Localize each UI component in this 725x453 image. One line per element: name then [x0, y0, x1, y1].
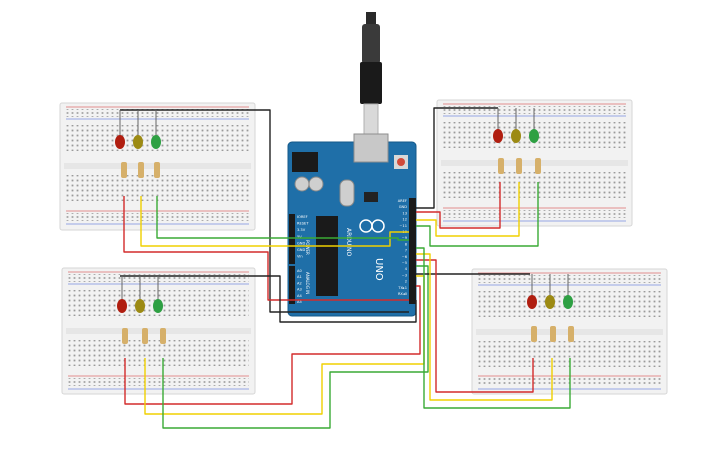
capacitor: [308, 176, 324, 192]
wire-yellow: [416, 253, 553, 401]
resistor: [142, 328, 148, 344]
digital-pin-label: ~3: [402, 273, 407, 277]
usb-cable: [360, 12, 382, 135]
digital-pin-label: 12: [402, 218, 407, 222]
power-title: POWER: [305, 240, 310, 255]
digital-pin-label: 2: [405, 280, 407, 284]
led-group-top-left: [115, 110, 161, 178]
led-green: [529, 129, 539, 143]
capacitor: [294, 176, 310, 192]
resistor: [160, 328, 166, 344]
digital-pin-label: 13: [402, 211, 407, 215]
resistor: [516, 158, 522, 174]
power-pin-label: Vin: [297, 255, 303, 259]
arduino-brand: ARDUINO: [345, 228, 352, 257]
chip: [364, 192, 378, 202]
digital-pin-label: GND: [399, 205, 407, 209]
led-yellow: [545, 295, 555, 309]
led-red: [493, 129, 503, 143]
led-yellow: [133, 135, 143, 149]
led-group-top-right: [493, 108, 541, 174]
analog-title: ANALOG IN: [305, 272, 310, 294]
led-red: [527, 295, 537, 309]
power-pin-label: GND: [297, 248, 305, 252]
microcontroller-chip: [316, 216, 338, 296]
digital-header: [409, 198, 416, 304]
digital-pin-label: TX▸1: [397, 286, 407, 290]
arduino-uno-board: ARDUINO UNO AREFGND1312~11~10~987~6~54~3…: [287, 133, 417, 317]
resistor: [498, 158, 504, 174]
wire-green: [416, 182, 539, 247]
usb-port: [353, 133, 389, 163]
analog-pin-label: A1: [297, 275, 302, 279]
resistor: [122, 328, 128, 344]
crystal: [339, 179, 355, 207]
digital-pin-label: RX◂0: [398, 292, 408, 296]
led-green: [153, 299, 163, 313]
digital-pin-label: ~9: [402, 236, 408, 240]
wire-red: [416, 182, 501, 229]
breadboard-bottom-left: [61, 267, 256, 395]
resistor: [531, 326, 537, 342]
power-pin-label: 3.3V: [297, 228, 306, 232]
power-header: [289, 214, 295, 264]
resistor: [550, 326, 556, 342]
digital-pin-label: 8: [405, 242, 408, 246]
resistor: [121, 162, 127, 178]
power-pin-label: GND: [297, 241, 305, 245]
power-jack: [292, 152, 318, 172]
led-group-bottom-left: [117, 276, 166, 344]
wire-green: [416, 247, 571, 409]
led-green: [151, 135, 161, 149]
resistor: [568, 326, 574, 342]
led-red: [115, 135, 125, 149]
resistor: [535, 158, 541, 174]
analog-pin-label: A2: [297, 281, 302, 285]
analog-pin-label: A5: [297, 300, 302, 304]
wire-black: [120, 109, 409, 313]
wire-red: [124, 285, 421, 405]
wire-green: [162, 265, 429, 429]
wire-black: [120, 275, 417, 323]
arduino-logo-icon: [359, 219, 385, 233]
wire-red: [123, 196, 409, 301]
wire-green: [156, 196, 409, 241]
led-green: [563, 295, 573, 309]
led-group-bottom-right: [527, 274, 574, 342]
digital-pin-label: 4: [405, 267, 408, 271]
resistor: [138, 162, 144, 178]
wires: [120, 107, 571, 429]
resistor: [154, 162, 160, 178]
led-yellow: [511, 129, 521, 143]
wire-yellow: [140, 196, 409, 247]
analog-pin-label: A0: [297, 269, 302, 273]
arduino-model: UNO: [373, 258, 384, 281]
power-pin-label: RESET: [297, 222, 309, 226]
digital-pin-label: AREF: [398, 199, 407, 203]
wire-black: [416, 107, 498, 209]
power-pin-label: IOREF: [297, 215, 308, 219]
led-yellow: [135, 299, 145, 313]
digital-pin-label: 7: [405, 249, 407, 253]
analog-pin-label: A3: [297, 288, 302, 292]
led-red: [117, 299, 127, 313]
wire-yellow: [416, 182, 520, 237]
analog-header: [289, 266, 295, 304]
analog-pin-label: A4: [297, 294, 302, 298]
digital-pin-label: ~5: [402, 261, 407, 265]
digital-pin-label: ~6: [402, 255, 408, 259]
power-pin-label: 5V: [297, 235, 302, 239]
digital-pin-label: ~11: [399, 224, 407, 228]
